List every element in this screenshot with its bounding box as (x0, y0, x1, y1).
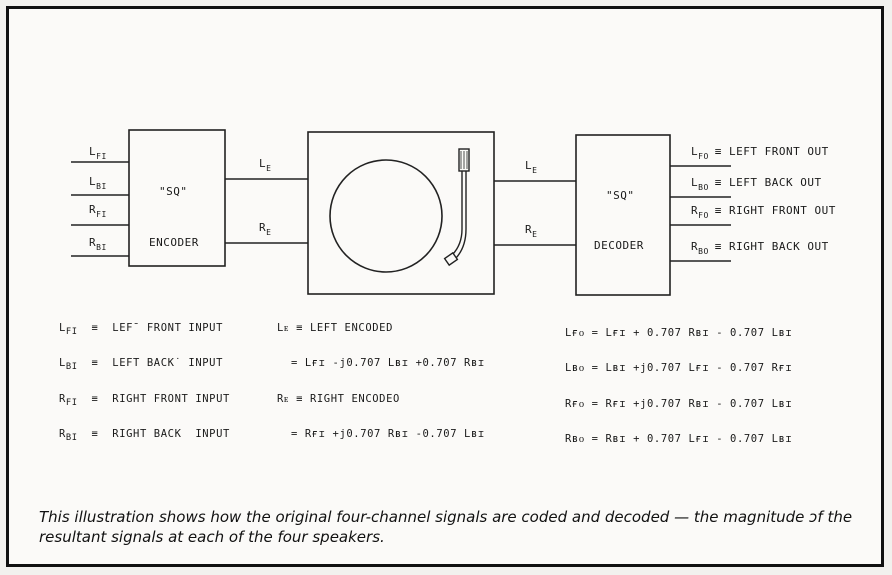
input-label-rfi: RFI (89, 203, 107, 219)
re-definition: Rᴇ ≡ RIGHT ENCODEO (277, 393, 400, 405)
legend-rbi: RBI ≡ RIGHT BACK INPUT (59, 428, 230, 443)
le-label-left: LE (259, 157, 271, 173)
input-label-lbi: LBI (89, 175, 107, 191)
figure-frame: LFI LBI RFI RBI "SQ" ENCODER LE RE LE RE… (6, 6, 884, 567)
input-label-lfi: LFI (89, 145, 107, 161)
output-label-lbo: LBO≡ LEFT BACK OUT (691, 176, 822, 192)
re-label-left: RE (259, 221, 271, 237)
decoder-title: "SQ" (606, 189, 635, 202)
encoder-label: ENCODER (149, 236, 199, 249)
re-equation: = Rғɪ +j0.707 Rʙɪ -0.707 Lʙɪ (291, 428, 485, 440)
lbo-equation: Lʙᴏ = Lʙɪ +j0.707 Lғɪ - 0.707 Rғɪ (565, 362, 792, 374)
block-diagram: LFI LBI RFI RBI "SQ" ENCODER LE RE LE RE… (9, 9, 881, 499)
input-label-rbi: RBI (89, 236, 107, 252)
decoder-box (576, 135, 670, 295)
le-equation: = Lғɪ -j0.707 Lʙɪ +0.707 Rʙɪ (291, 357, 485, 369)
legend-rfi: RFI ≡ RIGHT FRONT INPUT (59, 393, 230, 408)
decoder-label: DECODER (594, 239, 644, 252)
rbo-equation: Rʙᴏ = Rʙɪ + 0.707 Lғɪ - 0.707 Lʙɪ (565, 433, 792, 445)
figure-caption: This illustration shows how the original… (39, 507, 879, 547)
record-platter-icon (330, 160, 442, 272)
le-definition: Lᴇ ≡ LEFT ENCODED (277, 322, 393, 334)
le-label-right: LE (525, 159, 537, 175)
encoder-title: "SQ" (159, 185, 188, 198)
re-label-right: RE (525, 223, 537, 239)
output-label-lfo: LFO≡ LEFT FRONT OUT (691, 145, 829, 161)
lfo-equation: Lғᴏ = Lғɪ + 0.707 Rʙɪ - 0.707 Lʙɪ (565, 327, 792, 339)
rfo-equation: Rғᴏ = Rғɪ +j0.707 Rʙɪ - 0.707 Lʙɪ (565, 398, 792, 410)
output-label-rbo: RBO≡ RIGHT BACK OUT (691, 240, 829, 256)
legend-lfi: LFI ≡ LEFˉ FRONT INPUT (59, 322, 223, 337)
legend-lbi: LBI ≡ LEFT BACK˙ INPUT (59, 357, 223, 372)
output-label-rfo: RFO≡ RIGHT FRONT OUT (691, 204, 836, 220)
